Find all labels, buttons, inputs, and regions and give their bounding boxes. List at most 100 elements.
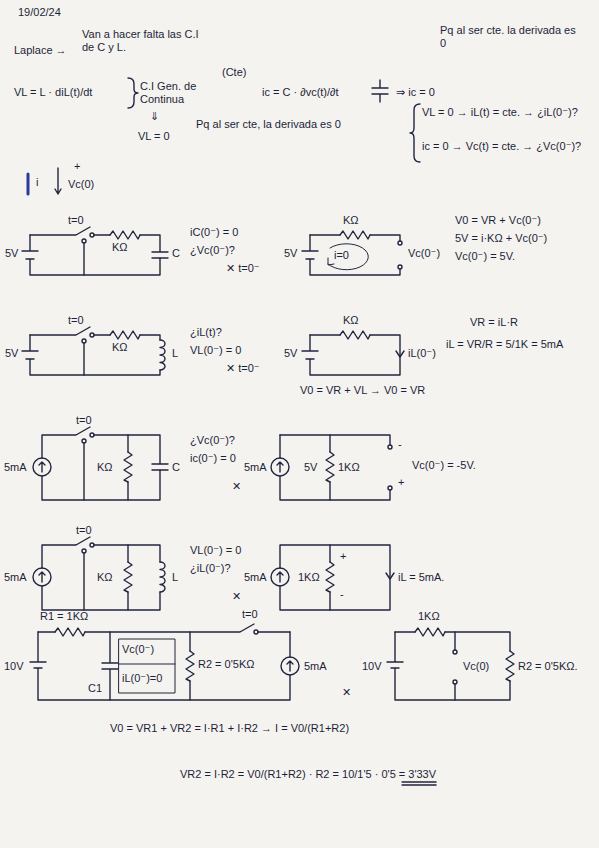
handwritten-note: ⇒ ic = 0 xyxy=(396,86,435,98)
handwritten-note: Van a hacer falta las C.I de C y L. xyxy=(82,28,199,53)
label-slot: - xyxy=(398,438,402,451)
handwritten-note: 5V xyxy=(5,347,18,359)
label-slot: + xyxy=(398,476,404,489)
label-slot: VL = 0 → iL(t) = cte. → ¿iL(0⁻)? xyxy=(422,106,592,119)
handwritten-note: V0 = VR + Vc(0⁻) xyxy=(455,214,541,226)
label-slot: ¿Vc(0⁻)? xyxy=(190,244,235,257)
brace xyxy=(128,78,420,162)
circuit-il-equivalent xyxy=(326,562,334,592)
label-slot: VR2 = I·R2 = V0/(R1+R2) · R2 = 10/1'5 · … xyxy=(180,768,436,781)
handwritten-note: 10V xyxy=(362,660,382,672)
handwritten-note: 5V xyxy=(284,347,297,359)
label-slot: ✕ t=0⁻ xyxy=(226,362,260,375)
circuit-mixed-equivalent xyxy=(387,628,514,700)
circuit-il-source xyxy=(33,568,51,586)
handwritten-note: ¿iL(t)? xyxy=(190,326,222,338)
label-slot: 5V xyxy=(5,347,18,360)
circuit-mixed-equivalent xyxy=(506,651,514,681)
handwritten-note: L xyxy=(172,347,178,359)
circuit-il-source xyxy=(33,537,165,610)
brace xyxy=(128,78,138,108)
circuit-rl-source xyxy=(110,331,140,339)
label-slot: 5V xyxy=(304,461,317,474)
brace xyxy=(410,104,420,162)
handwritten-note: Vc(0⁻) xyxy=(408,247,440,259)
handwritten-note: ic = C · ∂vc(t)/∂t xyxy=(262,86,339,98)
label-slot: R1 = 1KΩ xyxy=(40,610,88,623)
handwritten-note: t=0 xyxy=(68,214,84,226)
label-slot: 5mA xyxy=(4,461,27,474)
handwritten-note: 5mA xyxy=(304,660,327,672)
label-slot: C xyxy=(172,247,180,260)
handwritten-note: 5V xyxy=(284,247,297,259)
circuit-ic-equivalent xyxy=(388,445,392,449)
handwritten-note: C xyxy=(172,247,180,259)
handwritten-note: V0 = VR + VL → V0 = VR xyxy=(300,384,425,396)
handwritten-note: ¿iL(0⁻)? xyxy=(190,562,231,574)
circuit-rc-source xyxy=(30,227,90,235)
handwritten-note: ¿Vc(0⁻)? xyxy=(190,434,235,446)
label-slot: 5mA xyxy=(244,461,267,474)
label-slot: iC(0⁻) = 0 xyxy=(190,226,238,239)
label-slot: L xyxy=(172,571,178,584)
circuit-rc-equivalent xyxy=(340,231,370,239)
handwritten-note: ic = 0 → Vc(t) = cte. → ¿Vc(0⁻)? xyxy=(422,140,581,152)
circuit-il-equivalent xyxy=(386,573,394,579)
label-slot: Vc(0⁻) xyxy=(408,247,440,260)
label-slot: ✕ xyxy=(342,686,351,699)
handwritten-note: 10V xyxy=(4,660,24,672)
label-slot: ic = C · ∂vc(t)/∂t xyxy=(262,86,339,99)
circuit-rc-equivalent xyxy=(302,235,400,275)
handwritten-note: i=0 xyxy=(334,249,349,261)
label-slot: t=0 xyxy=(76,524,92,537)
label-slot: 5V xyxy=(284,247,297,260)
handwritten-note: VR2 = I·R2 = V0/(R1+R2) · R2 = 10/1'5 · … xyxy=(180,768,436,780)
circuit-mixed-source xyxy=(30,624,299,700)
label-slot: L xyxy=(172,347,178,360)
result-underline xyxy=(402,781,436,782)
circuit-mixed-source xyxy=(30,632,290,700)
current-marker xyxy=(28,168,61,194)
label-slot: 5V = i·KΩ + Vc(0⁻) xyxy=(455,232,547,245)
circuit-mixed-equivalent xyxy=(453,650,457,654)
result-underline xyxy=(402,782,436,785)
handwritten-note: 1KΩ xyxy=(338,461,360,473)
label-slot: C.I Gen. de Continua xyxy=(140,80,218,106)
circuit-rc-equivalent xyxy=(302,231,402,275)
circuit-ic-equivalent xyxy=(326,452,334,482)
handwritten-note: R2 = 0'5KΩ xyxy=(198,658,255,670)
circuit-rl-source xyxy=(140,335,160,340)
label-slot: 5mA xyxy=(244,571,267,584)
handwritten-note: 1KΩ xyxy=(418,610,440,622)
handwritten-note: Vc(0⁻) = -5V. xyxy=(412,459,476,471)
handwritten-note: 5mA xyxy=(244,571,267,583)
handwritten-note: KΩ xyxy=(343,314,359,326)
handwritten-note: V0 = VR1 + VR2 = I·R1 + I·R2 → I = V0/(R… xyxy=(110,722,349,734)
circuit-mixed-equivalent xyxy=(395,631,415,632)
handwritten-note: + xyxy=(74,160,80,172)
circuit-ic-source xyxy=(33,427,168,500)
label-slot: C xyxy=(172,461,180,474)
label-slot: Pq al ser cte. la derivada es 0 xyxy=(440,24,580,50)
handwritten-note: iL(0⁻) xyxy=(408,347,436,359)
label-slot: KΩ xyxy=(343,214,359,227)
circuit-rc-equivalent xyxy=(328,244,368,270)
handwritten-note: 5mA xyxy=(244,461,267,473)
capacitor-symbol xyxy=(372,80,388,102)
label-slot: VL = L · diL(t)/dt xyxy=(14,86,92,99)
label-slot: iL = 5mA. xyxy=(398,571,444,584)
label-slot: 5mA xyxy=(4,571,27,584)
circuit-ic-source xyxy=(83,443,84,500)
label-slot: ic = 0 → Vc(t) = cte. → ¿Vc(0⁻)? xyxy=(422,140,592,153)
handwritten-note: ✕ xyxy=(232,590,241,602)
circuit-rl-source xyxy=(83,343,84,375)
handwritten-note: t=0 xyxy=(76,524,92,536)
label-slot: VR = iL·R xyxy=(470,316,518,329)
label-slot: V0 = VR + VL → V0 = VR xyxy=(300,384,425,397)
circuit-il-source xyxy=(160,562,165,592)
circuit-mixed-source xyxy=(281,657,299,675)
label-slot: iL(0⁻)=0 xyxy=(122,672,162,685)
circuit-mixed-equivalent xyxy=(453,680,457,684)
handwritten-note: 5mA xyxy=(4,571,27,583)
handwritten-note: t=0 xyxy=(76,414,92,426)
